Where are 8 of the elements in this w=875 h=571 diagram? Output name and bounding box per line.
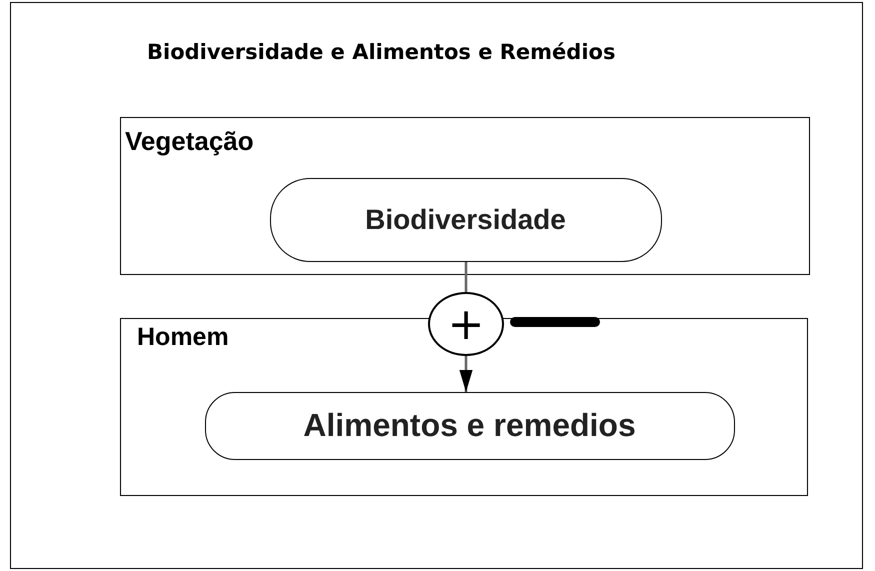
group-title: Vegetação	[125, 126, 254, 157]
rounded-box	[204, 392, 734, 460]
diagram-title: Biodiversidade e Alimentos e Remédios	[147, 40, 616, 64]
node-label: Biodiversidade	[365, 204, 566, 236]
edge-label: +	[428, 292, 504, 356]
node-label: Alimentos e remedios	[303, 407, 636, 444]
group-title: Homem	[137, 323, 229, 352]
group-box	[120, 117, 810, 275]
